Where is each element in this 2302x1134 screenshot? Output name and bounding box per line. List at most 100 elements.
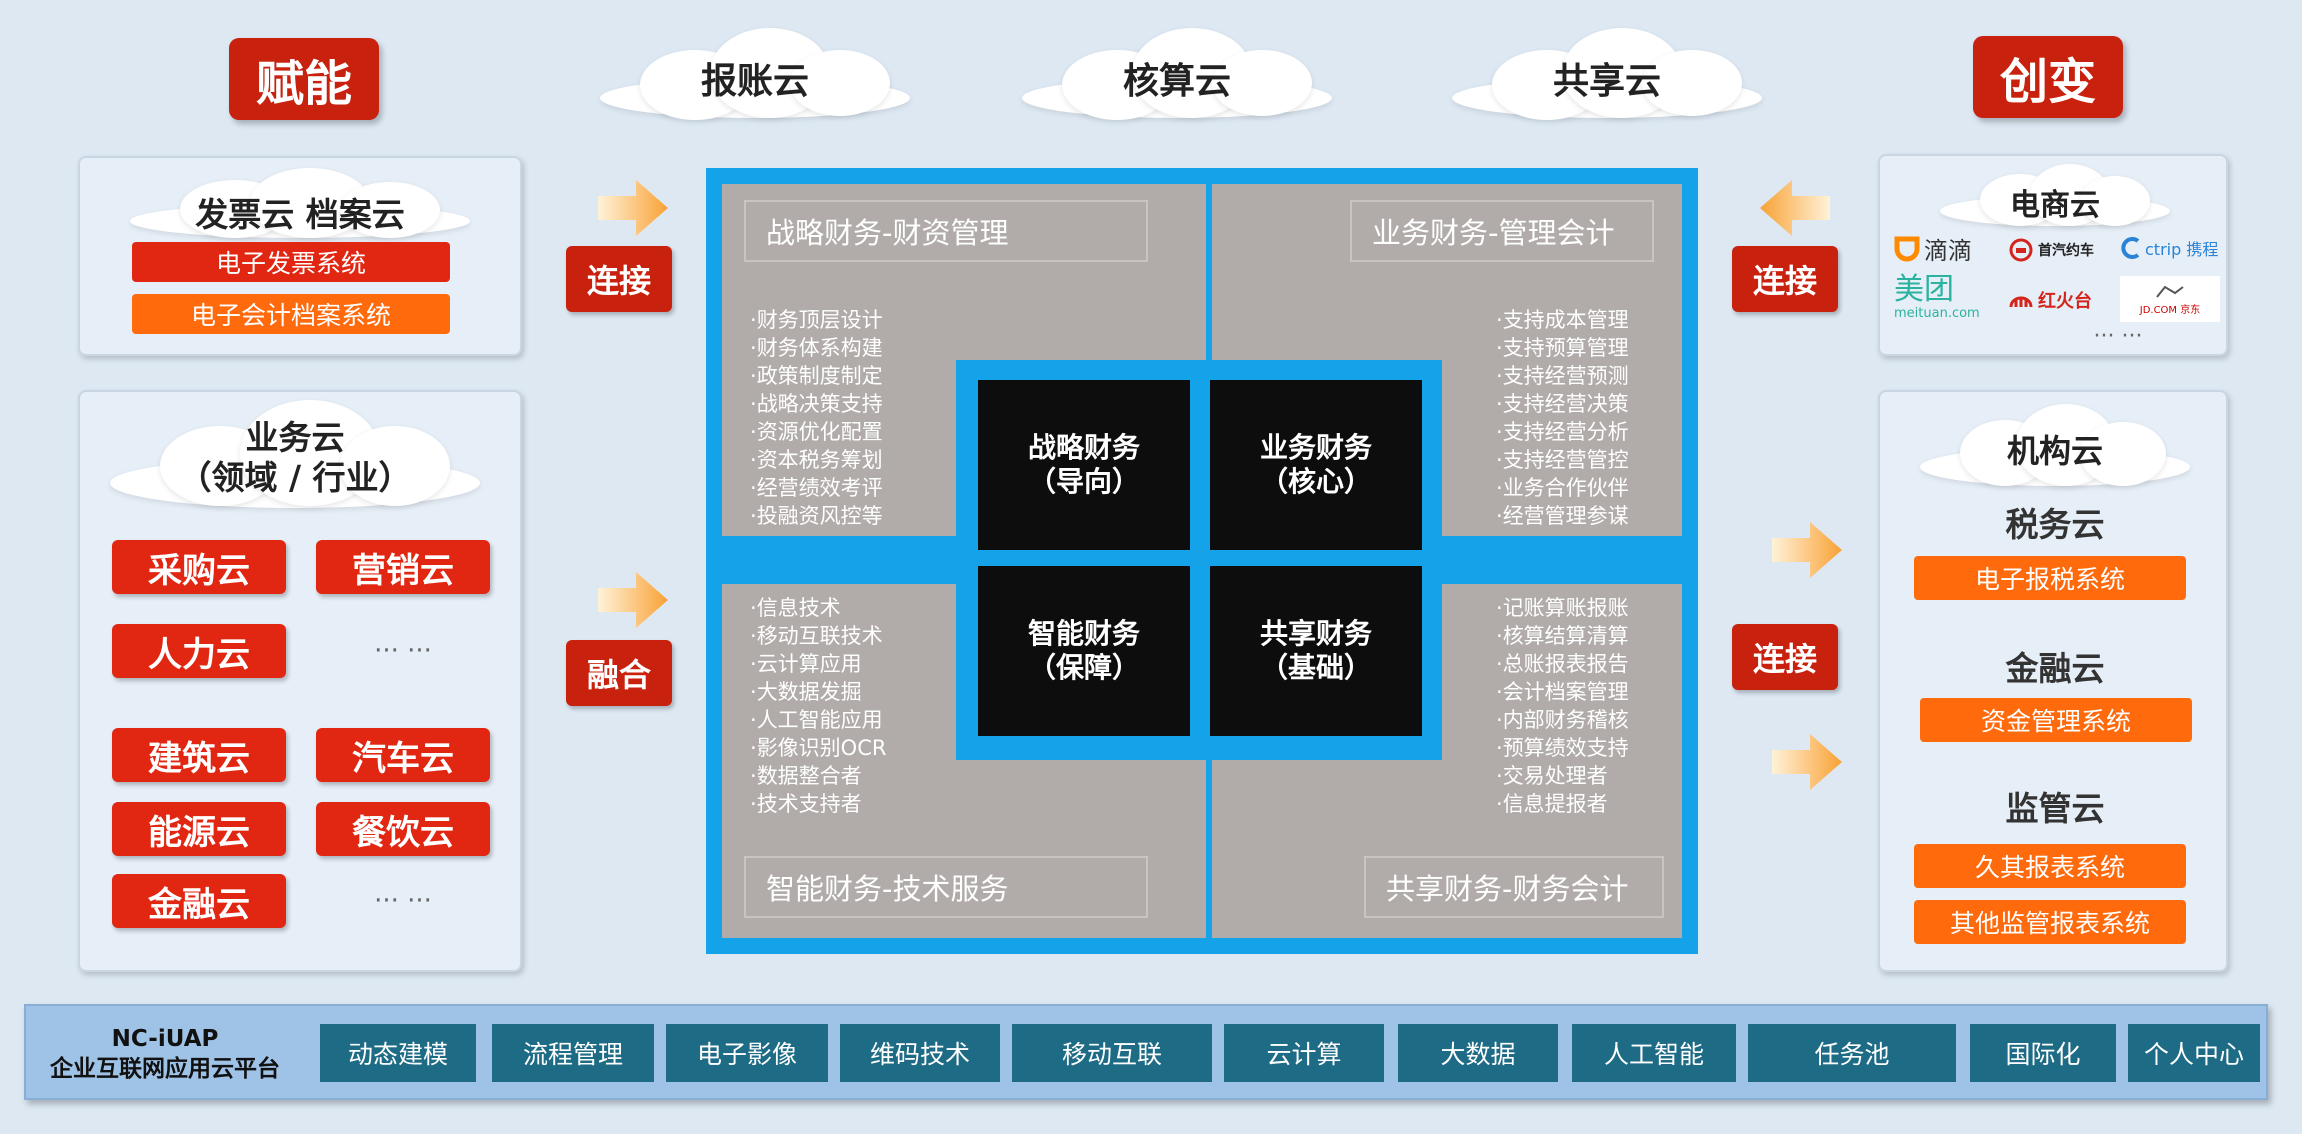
right-arrow-icon xyxy=(1772,734,1842,790)
finance-cloud-button[interactable]: 金融云 xyxy=(112,874,286,928)
catering-cloud-button[interactable]: 餐饮云 xyxy=(316,802,490,856)
list-item: ·记账算账报账 xyxy=(1496,596,1629,620)
cloud-label: 共享云 xyxy=(1552,61,1661,102)
energy-cloud-button[interactable]: 能源云 xyxy=(112,802,286,856)
finance-core-frame: 战略财务-财资管理 ·财务顶层设计 ·财务体系构建 ·政策制度制定 ·战略决策支… xyxy=(706,168,1698,954)
fund-management-system-bar: 资金管理系统 xyxy=(1920,698,2192,742)
list-item: ·数据整合者 xyxy=(750,764,862,788)
cloud-business: 业务云 （领域 / 行业） xyxy=(110,400,480,510)
list-item: ·总账报表报告 xyxy=(1496,652,1629,676)
list-item: ·移动互联技术 xyxy=(750,624,883,648)
platform-module[interactable]: 维码技术 xyxy=(840,1024,1000,1082)
enable-badge: 赋能 xyxy=(229,38,379,120)
platform-module[interactable]: 国际化 xyxy=(1970,1024,2116,1082)
platform-module[interactable]: 电子影像 xyxy=(666,1024,828,1082)
ctrip-icon xyxy=(2121,237,2140,259)
platform-module[interactable]: 云计算 xyxy=(1224,1024,1384,1082)
business-panel-subtitle: （领域 / 行业） xyxy=(178,458,412,497)
list-item: ·战略决策支持 xyxy=(750,392,883,416)
cloud-reimbursement: 报账云 xyxy=(600,20,910,120)
list-item: ·支持经营管控 xyxy=(1496,448,1629,472)
merge-label-left: 融合 xyxy=(566,640,672,706)
list-item: ·投融资风控等 xyxy=(750,504,883,528)
core-intelligent: 智能财务（保障） xyxy=(978,566,1190,736)
list-item: ·财务顶层设计 xyxy=(750,308,883,332)
list-item: ·大数据发掘 xyxy=(750,680,862,704)
business-cloud-panel: 业务云 （领域 / 行业） 采购云 营销云 人力云 ··· ··· 建筑云 汽车… xyxy=(78,390,522,972)
list-item: ·影像识别OCR xyxy=(750,736,887,760)
quadrant-title: 战略财务-财资管理 xyxy=(744,200,1148,262)
didi-icon xyxy=(1894,236,1920,262)
list-item: ·内部财务稽核 xyxy=(1496,708,1629,732)
left-arrow-icon xyxy=(1760,180,1830,236)
quadrant-list: ·信息技术 ·移动互联技术 ·云计算应用 ·大数据发掘 ·人工智能应用 ·影像识… xyxy=(750,594,886,818)
quadrant-list: ·记账算账报账 ·核算结算清算 ·总账报表报告 ·会计档案管理 ·内部财务稽核 … xyxy=(1496,594,1629,818)
business-more-ellipsis: ··· ··· xyxy=(374,886,432,916)
marketing-cloud-button[interactable]: 营销云 xyxy=(316,540,490,594)
connect-label-left: 连接 xyxy=(566,246,672,312)
list-item: ·会计档案管理 xyxy=(1496,680,1629,704)
construction-cloud-button[interactable]: 建筑云 xyxy=(112,728,286,782)
jd-dog-icon xyxy=(2156,285,2184,298)
core-strategic: 战略财务（导向） xyxy=(978,380,1190,550)
list-item: ·资本税务筹划 xyxy=(750,448,883,472)
right-arrow-icon xyxy=(598,572,668,628)
cloud-label: 核算云 xyxy=(1122,61,1231,102)
core-shared: 共享财务（基础） xyxy=(1210,566,1422,736)
list-item: ·信息技术 xyxy=(750,596,841,620)
list-item: ·支持经营决策 xyxy=(1496,392,1629,416)
list-item: ·财务体系构建 xyxy=(750,336,883,360)
institution-cloud-panel: 机构云 税务云 电子报税系统 金融云 资金管理系统 监管云 久其报表系统 其他监… xyxy=(1878,390,2228,972)
other-regulatory-report-system-bar: 其他监管报表系统 xyxy=(1914,900,2186,944)
jiuqi-report-system-bar: 久其报表系统 xyxy=(1914,844,2186,888)
list-item: ·人工智能应用 xyxy=(750,708,883,732)
platform-module[interactable]: 流程管理 xyxy=(492,1024,654,1082)
connect-label-right-mid: 连接 xyxy=(1732,624,1838,690)
quadrant-title: 共享财务-财务会计 xyxy=(1364,856,1664,918)
connect-label-right-top: 连接 xyxy=(1732,246,1838,312)
platform-module[interactable]: 大数据 xyxy=(1398,1024,1558,1082)
list-item: ·技术支持者 xyxy=(750,792,862,816)
cloud-accounting: 核算云 xyxy=(1022,20,1332,120)
platform-module[interactable]: 人工智能 xyxy=(1572,1024,1736,1082)
platform-module[interactable]: 任务池 xyxy=(1748,1024,1956,1082)
didi-logo: 滴滴 xyxy=(1894,228,1994,268)
list-item: ·核算结算清算 xyxy=(1496,624,1629,648)
platform-module[interactable]: 移动互联 xyxy=(1012,1024,1212,1082)
hongfentai-logo: 红火台 xyxy=(2008,280,2112,320)
list-item: ·预算绩效支持 xyxy=(1496,736,1629,760)
e-archive-system-bar: 电子会计档案系统 xyxy=(132,294,450,334)
list-item: ·信息提报者 xyxy=(1496,792,1608,816)
tax-cloud-title: 税务云 xyxy=(2005,505,2105,544)
cloud-invoice-archive: 发票云 档案云 xyxy=(130,168,470,238)
list-item: ·资源优化配置 xyxy=(750,420,883,444)
right-arrow-icon xyxy=(1772,522,1842,578)
finance-cloud-title: 金融云 xyxy=(2005,649,2105,688)
list-item: ·经营管理参谋 xyxy=(1496,504,1629,528)
procurement-cloud-button[interactable]: 采购云 xyxy=(112,540,286,594)
list-item: ·交易处理者 xyxy=(1496,764,1608,788)
list-item: ·支持经营分析 xyxy=(1496,420,1629,444)
shouqi-logo: 首汽约车 xyxy=(2008,228,2108,272)
hongfentai-icon xyxy=(2009,296,2033,308)
platform-module[interactable]: 个人中心 xyxy=(2128,1024,2260,1082)
e-tax-system-bar: 电子报税系统 xyxy=(1914,556,2186,600)
regulation-cloud-title: 监管云 xyxy=(2005,789,2105,828)
quadrant-list: ·支持成本管理 ·支持预算管理 ·支持经营预测 ·支持经营决策 ·支持经营分析 … xyxy=(1496,306,1629,530)
automotive-cloud-button[interactable]: 汽车云 xyxy=(316,728,490,782)
list-item: ·业务合作伙伴 xyxy=(1496,476,1629,500)
quadrant-title: 业务财务-管理会计 xyxy=(1350,200,1654,262)
cloud-label: 报账云 xyxy=(700,61,809,102)
innovate-badge: 创变 xyxy=(1973,36,2123,118)
ctrip-logo: ctrip 携程 xyxy=(2118,228,2222,268)
cloud-ecommerce: 电商云 xyxy=(1940,164,2170,228)
business-more-ellipsis: ··· ··· xyxy=(374,636,432,666)
meituan-logo: 美团 meituan.com xyxy=(1894,272,1980,322)
cloud-institution: 机构云 xyxy=(1920,404,2190,488)
hr-cloud-button[interactable]: 人力云 xyxy=(112,624,286,678)
platform-module[interactable]: 动态建模 xyxy=(320,1024,476,1082)
right-arrow-icon xyxy=(598,180,668,236)
quadrant-list: ·财务顶层设计 ·财务体系构建 ·政策制度制定 ·战略决策支持 ·资源优化配置 … xyxy=(750,306,883,530)
core-business: 业务财务（核心） xyxy=(1210,380,1422,550)
invoice-panel-title: 发票云 档案云 xyxy=(195,195,405,234)
